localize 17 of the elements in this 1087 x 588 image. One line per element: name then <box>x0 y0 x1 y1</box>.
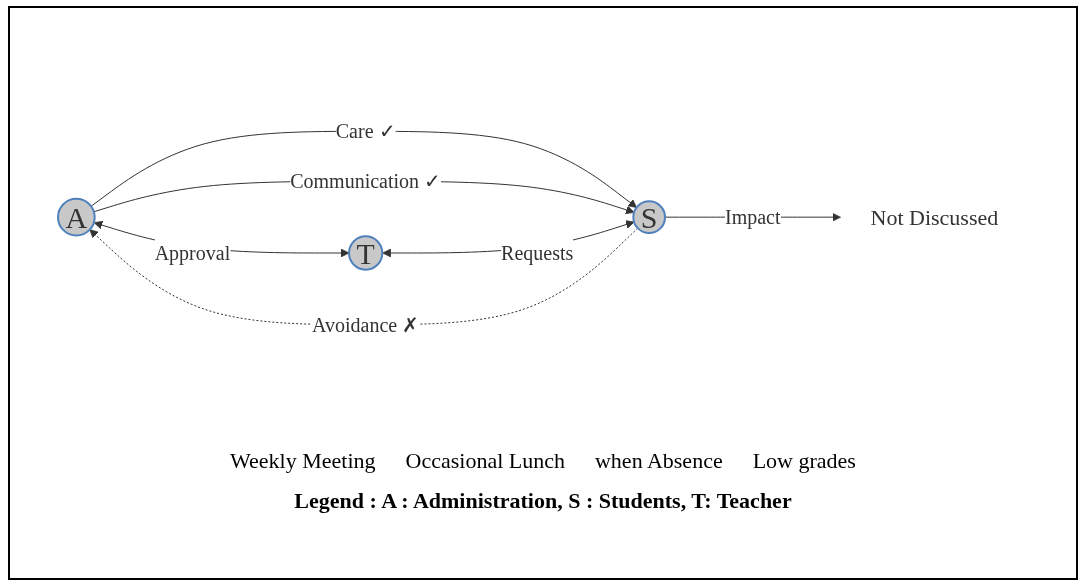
edge-label: Requests <box>500 242 574 264</box>
bullet-note: Low grades <box>752 448 856 474</box>
legend-text: Legend : A : Administration, S : Students, T: Teacher <box>293 488 793 514</box>
edge-label: Impact <box>724 206 781 229</box>
arrow <box>90 130 637 208</box>
edge-label: Care ✓ <box>335 120 396 143</box>
edge-label: Approval <box>154 242 231 264</box>
node-circle: A <box>56 197 96 237</box>
edge-label: Communication ✓ <box>290 170 441 193</box>
node-circle: T <box>347 235 384 271</box>
node-circle: S <box>632 200 666 234</box>
bullet-note: Occasional Lunch <box>405 448 565 474</box>
edge-label: Avoidance ✗ <box>311 313 420 336</box>
node-text: Not Discussed <box>870 204 999 230</box>
bullet-note: when Absence <box>595 448 723 474</box>
bullet-note: Weekly Meeting <box>230 448 376 474</box>
arrow <box>89 227 639 326</box>
